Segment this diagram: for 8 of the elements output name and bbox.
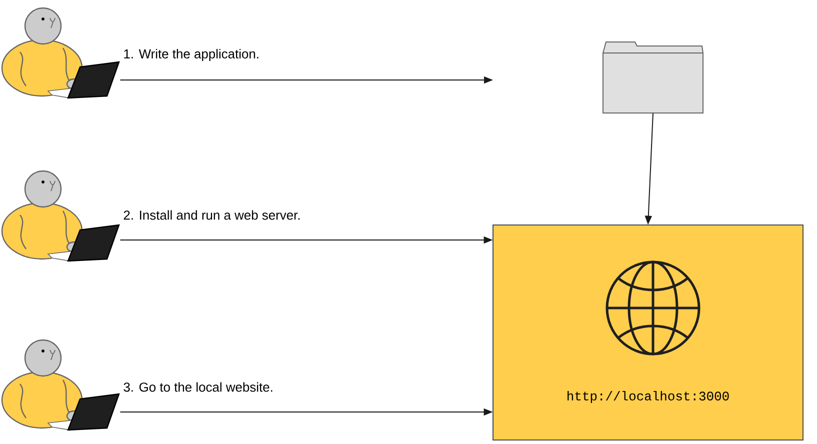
person-drawing bbox=[1, 7, 120, 99]
folder-icon bbox=[602, 42, 704, 114]
edge-label: 1. Write the application. bbox=[124, 48, 258, 62]
edge-label: 3. Go to the local website. bbox=[124, 382, 272, 392]
person-drawing bbox=[1, 170, 120, 262]
person-drawing bbox=[1, 339, 120, 431]
edge-label: 2. Install and run a web server. bbox=[124, 210, 300, 220]
server-box: http://localhost:3000 bbox=[492, 224, 804, 440]
